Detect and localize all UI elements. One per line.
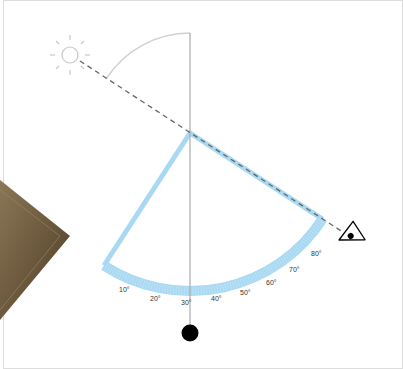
scale-tick (200, 287, 202, 295)
scale-tick (151, 282, 153, 290)
scale-tick (140, 279, 142, 287)
scale-tick (116, 270, 120, 277)
scale-tick (265, 268, 269, 275)
scale-tick (132, 277, 135, 284)
scale-tick (255, 273, 258, 280)
scale-tick (137, 279, 140, 287)
scale-tick (260, 270, 264, 277)
scale-label: 80° (311, 250, 322, 257)
scale-tick (135, 278, 138, 286)
scale-tick (232, 281, 234, 289)
scale-tick (214, 285, 215, 293)
quadrant-photo (0, 180, 70, 320)
scale-tick (243, 278, 246, 286)
scale-tick (203, 286, 205, 294)
scale-label: 20° (150, 295, 161, 302)
scale-tick (208, 286, 210, 294)
scale-label: 40° (211, 295, 222, 302)
scale-tick (122, 273, 125, 280)
scale-tick (114, 269, 118, 276)
scale-tick (222, 284, 224, 292)
scale-tick (154, 283, 156, 291)
scale-tick (206, 286, 208, 294)
scale-label: 60° (266, 279, 277, 286)
scale-tick (124, 274, 127, 281)
scale-tick (162, 285, 163, 293)
gray-arc (106, 33, 190, 79)
scale-tick (145, 281, 147, 289)
scale-tick (217, 285, 218, 293)
scale-tick (230, 282, 232, 290)
scale-tick (167, 286, 168, 294)
scale-tick (227, 282, 229, 290)
scale-tick (119, 271, 123, 278)
scale-tick (192, 287, 193, 295)
scale-tick (187, 287, 188, 295)
scale-tick (250, 275, 253, 282)
scale-tick (219, 284, 221, 292)
scale-tick (148, 282, 150, 290)
scale-tick (225, 283, 227, 291)
scale-tick (245, 277, 248, 284)
quadrant-outline (104, 133, 323, 266)
scale-tick (262, 269, 266, 276)
scale-tick (184, 287, 185, 295)
scale-tick (178, 287, 180, 295)
scale-label: 30° (181, 299, 192, 306)
scale-tick (165, 285, 166, 293)
scale-tick (129, 276, 132, 283)
scale-tick (235, 280, 237, 288)
scale-tick (127, 275, 130, 282)
scale-tick (159, 284, 161, 292)
scale-tick (107, 265, 111, 272)
scale-tick (267, 266, 271, 273)
scale-tick (181, 287, 182, 295)
scale-label: 50° (240, 289, 251, 296)
scale-tick (111, 268, 115, 275)
scale-tick (198, 287, 199, 295)
scale-tick (238, 279, 240, 287)
scale-tick (173, 286, 175, 294)
scale-tick (248, 276, 251, 283)
plumb-bob (182, 325, 199, 342)
scale-tick (175, 286, 177, 294)
scale-tick (156, 284, 158, 292)
scale-band (104, 219, 323, 291)
scale-tick (211, 286, 212, 294)
scale-tick (195, 287, 196, 295)
scale-label: 70° (289, 266, 300, 273)
scale-tick (109, 266, 113, 273)
sun-icon (50, 35, 90, 75)
frame (4, 1, 403, 369)
scale-tick (258, 271, 262, 278)
scale-tick (143, 280, 145, 288)
plumb-line (189, 33, 190, 326)
eye-icon (335, 221, 365, 251)
sight-line (80, 61, 352, 238)
scale-tick (170, 286, 172, 294)
scale-tick (240, 279, 243, 287)
scale-label: 10° (119, 286, 130, 293)
scale-tick (253, 274, 256, 281)
